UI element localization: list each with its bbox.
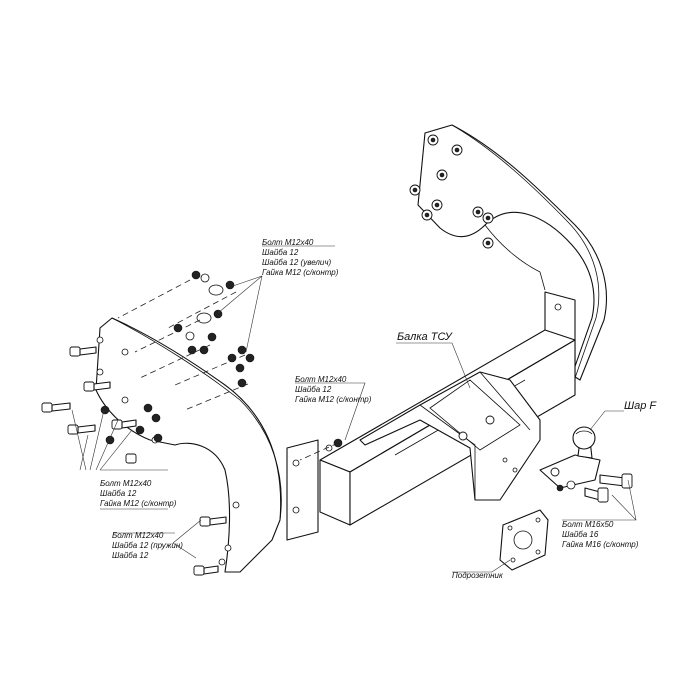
label-kit-top-line3: Шайба 12 (увелич) [262, 258, 332, 267]
label-kit-left-line2: Шайба 12 [100, 489, 137, 498]
socket-plate [499, 509, 549, 571]
left-frame-bracket [95, 317, 282, 573]
label-kit-left: Болт M12х40 Шайба 12 Гайка М12 (с/контр) [100, 479, 177, 508]
label-ball: Шар F [624, 400, 657, 412]
label-kit-middle: Болт M12х40 Шайба 12 Гайка М12 (с/контр) [295, 375, 372, 404]
label-kit-middle-line2: Шайба 12 [295, 385, 332, 394]
label-kit-top-line1: Болт M12х40 [262, 238, 314, 247]
label-kit-middle-line3: Гайка М12 (с/контр) [295, 395, 372, 404]
hitch-center-body [359, 371, 541, 501]
label-kit-bottom-line3: Шайба 12 [112, 551, 149, 560]
assembly-lines [117, 279, 339, 461]
label-socket-plate: Подрозетник [452, 571, 504, 580]
label-kit-left-line3: Гайка М12 (с/контр) [100, 499, 177, 508]
label-kit-middle-line1: Болт M12х40 [295, 375, 347, 384]
left-bracket-bolts [41, 336, 240, 576]
label-kit-ball-line2: Шайба 16 [562, 530, 599, 539]
tow-ball [539, 426, 601, 489]
exploded-fasteners-cluster [100, 270, 343, 452]
label-kit-top-line2: Шайба 12 [262, 248, 299, 257]
ball-mounting-bolts [556, 473, 633, 503]
label-kit-ball-line1: Болт M16х50 [562, 520, 614, 529]
label-kit-bottom-line1: Болт M12х40 [112, 531, 164, 540]
right-bracket-bolts [409, 134, 494, 249]
label-kit-ball: Болт M16х50 Шайба 16 Гайка М16 (с/контр) [562, 520, 639, 549]
left-flange-plate [286, 439, 319, 541]
label-beam: Балка ТСУ [397, 331, 453, 343]
right-frame-bracket [417, 124, 607, 381]
label-kit-bottom-line2: Шайба 12 (пружин) [112, 541, 183, 550]
label-kit-left-line1: Болт M12х40 [100, 479, 152, 488]
label-leaders [71, 245, 637, 573]
label-kit-bottom: Болт M12х40 Шайба 12 (пружин) Шайба 12 [112, 531, 183, 560]
label-kit-ball-line3: Гайка М16 (с/контр) [562, 540, 639, 549]
label-kit-top: Болт M12х40 Шайба 12 Шайба 12 (увелич) Г… [262, 238, 339, 277]
label-kit-top-line4: Гайка М12 (с/контр) [262, 268, 339, 277]
